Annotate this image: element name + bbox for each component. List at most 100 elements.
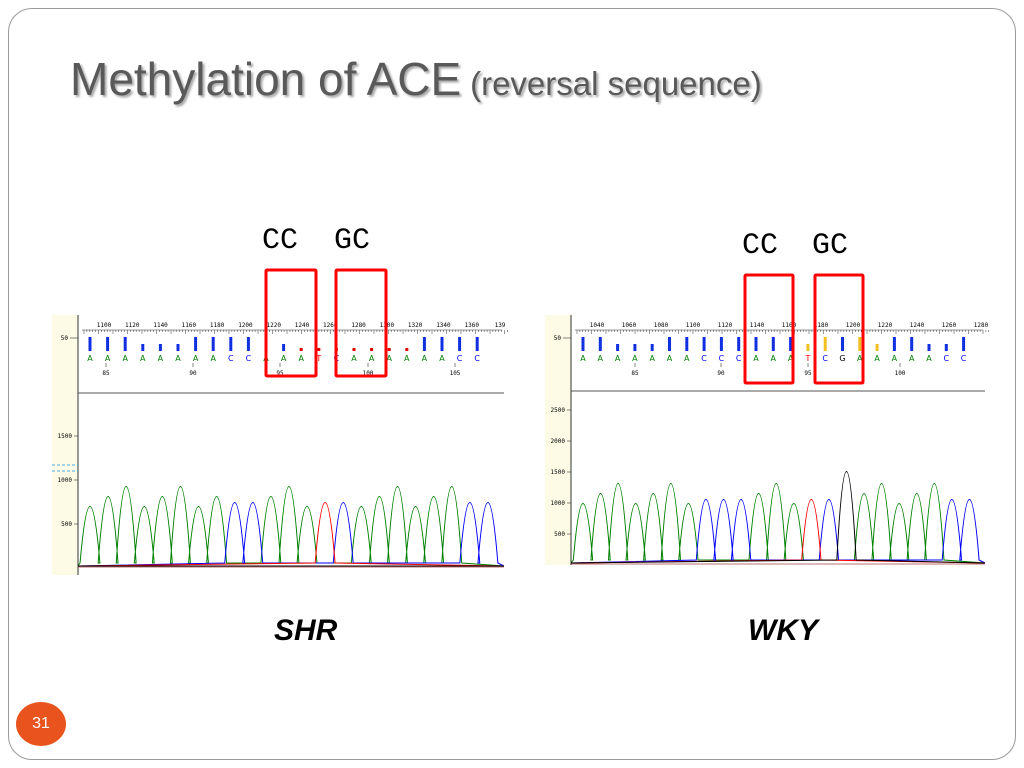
trace-t xyxy=(570,499,986,564)
y-tick-label: 2500 xyxy=(551,407,566,414)
base-call: C xyxy=(961,354,967,363)
base-number-label: 90 xyxy=(189,370,197,377)
quality-bar xyxy=(823,337,827,351)
base-call: A xyxy=(632,354,638,363)
base-call: A xyxy=(386,354,392,363)
base-call: T xyxy=(315,354,321,363)
position-tick-label: 1320 xyxy=(408,322,423,329)
base-number-label: 95 xyxy=(804,370,812,377)
base-call: C xyxy=(228,354,234,363)
base-call: A xyxy=(598,354,604,363)
wky-gc-label: GC xyxy=(812,229,849,263)
quality-bar xyxy=(581,337,585,351)
quality-bar xyxy=(317,348,321,351)
trace-t xyxy=(77,502,505,567)
quality-bar xyxy=(282,344,286,351)
position-tick-label: 1160 xyxy=(782,322,797,329)
position-tick-label: 1240 xyxy=(910,322,925,329)
position-tick-label: 1180 xyxy=(814,322,829,329)
slide-title: Methylation of ACE (reversal sequence) xyxy=(70,52,762,106)
quality-bar xyxy=(422,337,426,351)
gc-highlight-box xyxy=(334,268,388,378)
quality-bar xyxy=(962,337,966,351)
base-number-label: 85 xyxy=(631,370,639,377)
base-call: T xyxy=(804,354,810,363)
quality-bar xyxy=(702,337,706,351)
y-tick-label: 1500 xyxy=(58,433,73,440)
base-call: G xyxy=(839,354,845,363)
gc-highlight-box xyxy=(813,273,865,385)
position-tick-label: 1360 xyxy=(464,322,479,329)
position-tick-label: 1180 xyxy=(210,322,225,329)
quality-bar xyxy=(405,348,409,351)
trace-a xyxy=(570,483,986,564)
position-tick-label: 1220 xyxy=(266,322,281,329)
base-call: A xyxy=(667,354,673,363)
base-call: A xyxy=(874,354,880,363)
quality-bar xyxy=(158,344,162,351)
position-tick-label: 1160 xyxy=(182,322,197,329)
quality-label: 50 xyxy=(61,335,69,342)
quality-bar xyxy=(650,344,654,351)
base-call: A xyxy=(175,354,181,363)
position-tick-label: 1080 xyxy=(654,322,669,329)
base-call: A xyxy=(369,354,375,363)
base-call: A xyxy=(105,354,111,363)
base-call: C xyxy=(701,354,707,363)
position-tick-label: 1060 xyxy=(622,322,637,329)
base-call: A xyxy=(210,354,216,363)
base-number-label: 95 xyxy=(276,370,284,377)
title-subtitle: (reversal sequence) xyxy=(470,65,762,102)
position-tick-label: 139 xyxy=(495,322,506,329)
position-tick-label: 1280 xyxy=(351,322,366,329)
wky-caption: WKY xyxy=(748,614,818,647)
base-call: A xyxy=(771,354,777,363)
base-number-label: 100 xyxy=(895,370,906,377)
base-call: A xyxy=(580,354,586,363)
base-call: A xyxy=(439,354,445,363)
y-tick-label: 2000 xyxy=(551,438,566,445)
quality-bar xyxy=(229,337,233,351)
base-call: A xyxy=(422,354,428,363)
base-number-label: 90 xyxy=(717,370,725,377)
quality-label: 50 xyxy=(554,335,562,342)
position-tick-label: 1220 xyxy=(878,322,893,329)
plot-area xyxy=(571,315,985,565)
position-tick-label: 1260 xyxy=(323,322,338,329)
quality-bar xyxy=(927,344,931,351)
position-tick-label: 1140 xyxy=(750,322,765,329)
quality-bar xyxy=(668,337,671,351)
base-number-label: 100 xyxy=(363,370,374,377)
quality-bar xyxy=(771,337,775,351)
shr-cc-label: CC xyxy=(262,224,299,258)
position-tick-label: 1200 xyxy=(238,322,253,329)
quality-bar xyxy=(892,337,896,351)
base-call: A xyxy=(684,354,690,363)
quality-bar xyxy=(141,344,145,351)
position-tick-label: 1140 xyxy=(153,322,168,329)
quality-bar xyxy=(944,344,948,351)
base-call: A xyxy=(281,354,287,363)
base-call: A xyxy=(753,354,759,363)
y-tick-label: 500 xyxy=(61,521,72,528)
trace-a xyxy=(77,486,505,567)
y-tick-label: 1500 xyxy=(551,469,566,476)
base-call: A xyxy=(857,354,863,363)
shr-gc-label: GC xyxy=(334,224,371,258)
position-tick-label: 1040 xyxy=(590,322,605,329)
trace-g xyxy=(570,471,986,564)
quality-bar xyxy=(806,344,810,351)
shr-caption: SHR xyxy=(274,614,338,647)
quality-bar xyxy=(789,337,793,351)
quality-bar xyxy=(176,344,180,351)
base-call: C xyxy=(474,354,480,363)
quality-bar xyxy=(194,337,198,351)
cc-highlight-box xyxy=(743,273,795,385)
base-call: C xyxy=(944,354,950,363)
y-tick-label: 1000 xyxy=(58,477,73,484)
quality-bar xyxy=(299,348,303,351)
